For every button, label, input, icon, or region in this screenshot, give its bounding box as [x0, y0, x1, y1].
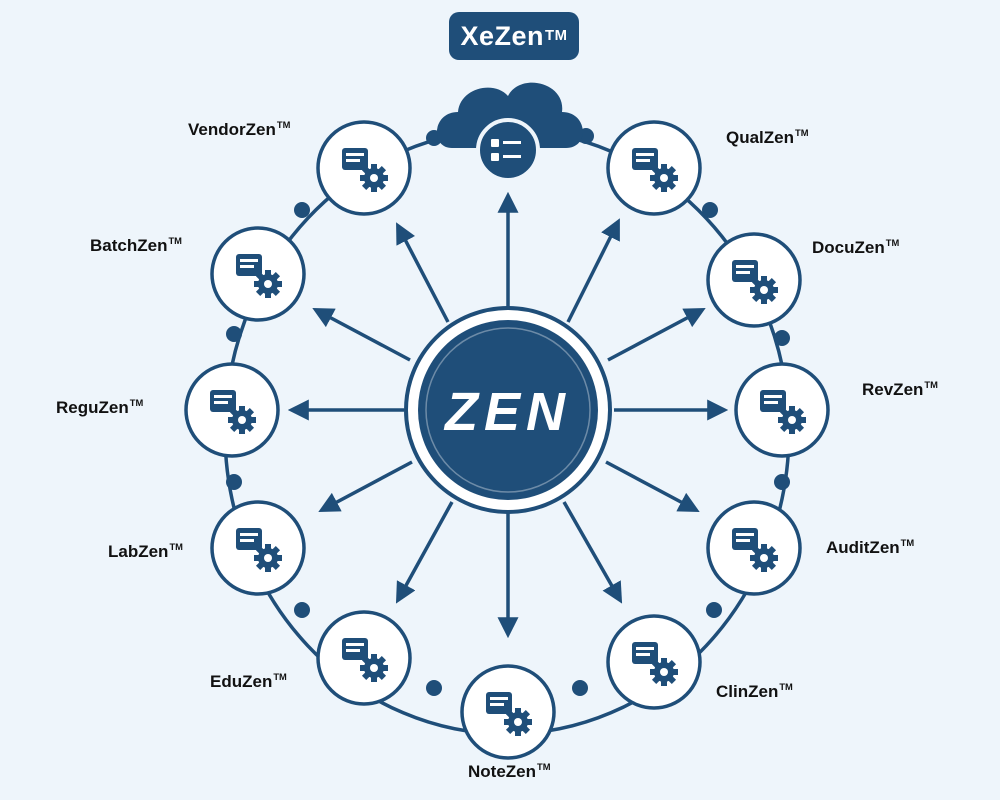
node-batchzen [210, 226, 306, 322]
document-folder-gear-icon [732, 260, 778, 304]
label-eduzen: EduZenTM [210, 672, 287, 691]
node-auditzen [706, 500, 802, 596]
node-reguzen [184, 362, 280, 458]
arrow [566, 218, 620, 323]
ring-dot [702, 202, 718, 218]
node-notezen [460, 664, 556, 760]
label-vendorzen: VendorZenTM [188, 120, 291, 139]
training-presentation-icon [342, 638, 388, 682]
checklist-glyph [491, 139, 521, 161]
center-hub [404, 306, 612, 514]
ring-dot [226, 474, 242, 490]
label-clinzen: ClinZenTM [716, 682, 793, 701]
node-clinzen [606, 614, 702, 710]
arrow [396, 222, 450, 323]
center-logo-text: ZEN [443, 382, 571, 442]
arrow [312, 308, 411, 362]
cloud-node [436, 82, 583, 182]
arrow [318, 460, 413, 512]
node-eduzen [316, 610, 412, 706]
fingerprint-gear-icon [632, 642, 678, 686]
header-tm: TM [545, 28, 568, 44]
ring-dot [774, 330, 790, 346]
tablet-notes-pen-icon [486, 692, 532, 736]
node-docuzen [706, 232, 802, 328]
ring-dot [774, 474, 790, 490]
quality-check-cycle-icon [632, 148, 678, 192]
node-vendorzen [316, 120, 412, 216]
node-labzen [210, 500, 306, 596]
label-auditzen: AuditZenTM [826, 538, 915, 557]
label-docuzen: DocuZenTM [812, 238, 900, 257]
handshake-gear-icon [342, 148, 388, 192]
ring-dot [706, 602, 722, 618]
cloud-shape [436, 82, 583, 148]
arrow [605, 460, 700, 512]
label-revzen: RevZenTM [862, 380, 938, 399]
label-notezen: NoteZenTM [468, 762, 551, 781]
label-labzen: LabZenTM [108, 542, 183, 561]
label-batchzen: BatchZenTM [90, 236, 182, 255]
label-qualzen: QualZenTM [726, 128, 809, 147]
cloud-checklist-icon [476, 118, 540, 182]
radial-arrows [287, 191, 729, 639]
node-revzen [734, 362, 830, 458]
ring-dot [294, 602, 310, 618]
arrow [395, 501, 454, 604]
arrow [562, 501, 623, 604]
ring-dot [572, 680, 588, 696]
arrow [607, 308, 706, 362]
header-title: XeZen [460, 20, 545, 51]
node-qualzen [606, 120, 702, 216]
ring-dot [294, 202, 310, 218]
module-nodes [184, 120, 830, 760]
label-reguzen: ReguZenTM [56, 398, 144, 417]
audit-gear-growth-icon [732, 528, 778, 572]
ring-dots [226, 128, 790, 696]
ring-dot [226, 326, 242, 342]
ring-dot [426, 680, 442, 696]
